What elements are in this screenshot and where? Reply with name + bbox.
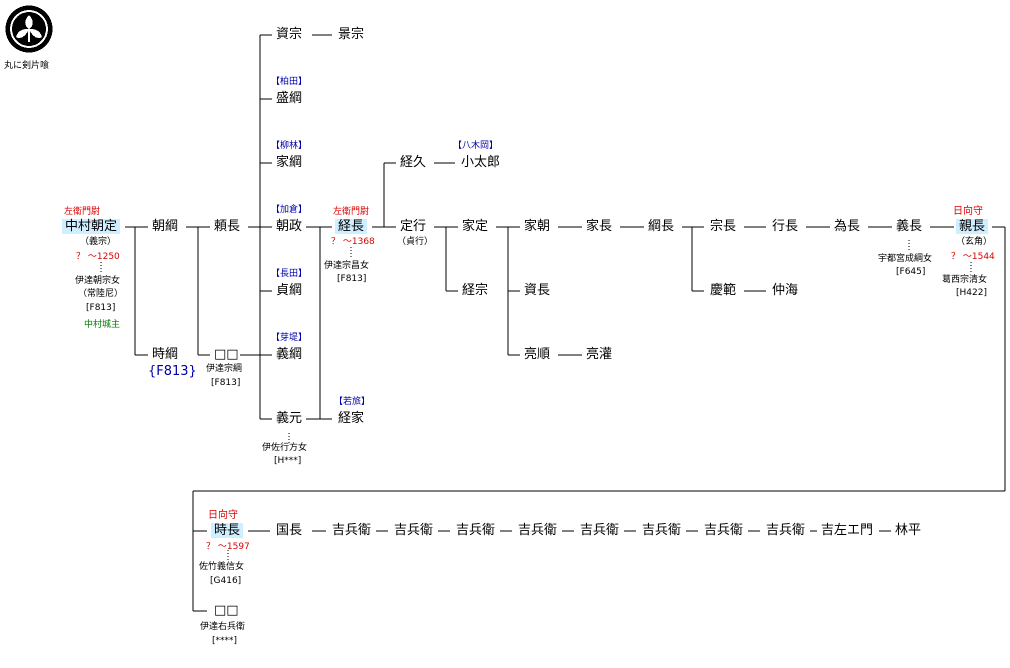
person-kichibee-1: 吉兵衛 [332,523,372,538]
person-kagemune: 景宗 [338,27,365,42]
title-tokinaga: 日向守 [208,510,238,521]
person-tsunemune: 経宗 [462,283,489,298]
person-tsuneie: 経家 [338,411,365,426]
person-sadayuki: 定行 [400,219,427,234]
chikanaga-date: ？ 〜1544 [951,252,995,262]
yoshimoto-ref: [H***] [274,456,302,466]
person-unknown2: □□ [214,603,239,618]
person-yoshimoto: 義元 [276,411,303,426]
yoshinaga-ref: [F645] [896,267,926,277]
person-unknown1: □□ [214,347,239,362]
person-tomosada: 中村朝定 [62,219,121,234]
tokinaga-date: ？ 〜1597 [206,542,250,552]
person-kotaro: 小太郎 [461,155,501,170]
chikanaga-ref: [H422] [956,288,987,298]
sadayuki-alt-name: （貞行） [397,237,434,247]
person-kuninaga: 国長 [276,523,303,538]
person-iesada: 家定 [462,219,489,234]
tomosada-ref: [F813] [86,303,116,313]
branch-hagatsutsumi: 【芽堤】 [271,333,308,343]
title-tomosada: 左衛門尉 [64,207,101,217]
crest-icon [5,5,53,53]
tsunenaga-wife: 伊達宗昌女 [324,261,370,271]
tokinaga-wife: 佐竹義信女 [199,562,245,572]
branch-kagura: 【加倉】 [271,205,308,215]
person-yorinaga: 頼長 [214,219,241,234]
tomosada-alt-name: （義宗） [80,237,117,247]
unknown1-ref: [F813] [211,378,241,388]
person-ienaga: 家長 [586,219,613,234]
person-tamenaga: 為長 [834,219,861,234]
branch-yanagibayashi: 【柳林】 [271,141,308,151]
branch-yakioka: 【八木岡】 [453,141,499,151]
chikanaga-alt-name: （玄角） [956,237,993,247]
branch-nagata: 【長田】 [271,269,308,279]
person-tsunenaga: 経長 [335,219,368,234]
tomosada-wife: 伊達朝宗女 [75,276,121,286]
person-asamune: 資宗 [276,27,303,42]
branch-wakatabi: 【若旅】 [334,397,371,407]
unknown1-wife: 伊達宗綱 [206,364,243,374]
chikanaga-wife: 葛西宗清女 [942,275,988,285]
person-yoshitsuna: 義綱 [276,347,303,362]
person-keihan: 慶範 [710,283,737,298]
person-tomomasa: 朝政 [276,219,303,234]
person-sukenaga: 資長 [524,283,551,298]
person-yukinaga: 行長 [772,219,799,234]
person-ryokan: 亮灌 [586,347,613,362]
person-kichibee-8: 吉兵衛 [766,523,806,538]
person-kichibee-6: 吉兵衛 [642,523,682,538]
person-tokitsuna: 時綱 [152,347,179,362]
person-tsunanaga: 綱長 [648,219,675,234]
person-tsunehisa: 経久 [400,155,427,170]
yoshimoto-wife: 伊佐行方女 [262,443,308,453]
person-kichibee-2: 吉兵衛 [394,523,434,538]
person-ietomo: 家朝 [524,219,551,234]
person-kichibee-5: 吉兵衛 [580,523,620,538]
person-kichibee-4: 吉兵衛 [518,523,558,538]
person-chikanaga: 親長 [956,219,989,234]
person-kichizaemon: 吉左エ門 [821,523,874,538]
tsunenaga-date: ？ 〜1368 [331,237,375,247]
tomosada-castle-lord: 中村城主 [84,320,121,330]
tomosada-date: ？ 〜1250 [76,252,120,262]
person-tomotsuna: 朝綱 [152,219,179,234]
tomosada-wife-alt: （常陸尼） [78,289,124,299]
unknown2-wife: 伊達右兵衛 [200,622,246,632]
tokitsuna-ref: {F813} [148,364,197,379]
title-chikanaga: 日向守 [953,206,983,217]
title-tsunenaga: 左衛門尉 [333,207,370,217]
person-kichibee-3: 吉兵衛 [456,523,496,538]
tsunenaga-ref: [F813] [337,274,367,284]
yoshinaga-wife: 宇都宮成綱女 [878,254,933,264]
person-yoshinaga: 義長 [896,219,923,234]
crest-label: 丸に剣片喰 [4,61,50,71]
branch-kashiwada: 【柏田】 [271,77,308,87]
person-chukai: 仲海 [772,283,799,298]
person-moritsuna: 盛綱 [276,91,303,106]
person-ietsuna: 家綱 [276,155,303,170]
person-tokinaga: 時長 [211,523,244,538]
person-kichibee-7: 吉兵衛 [704,523,744,538]
person-rinpei: 林平 [895,523,922,538]
unknown2-ref: [****] [212,636,238,646]
person-munenaga: 宗長 [710,219,737,234]
tokinaga-ref: [G416] [210,576,242,586]
person-sadatsuna: 貞綱 [276,283,303,298]
person-ryojun: 亮順 [524,347,551,362]
